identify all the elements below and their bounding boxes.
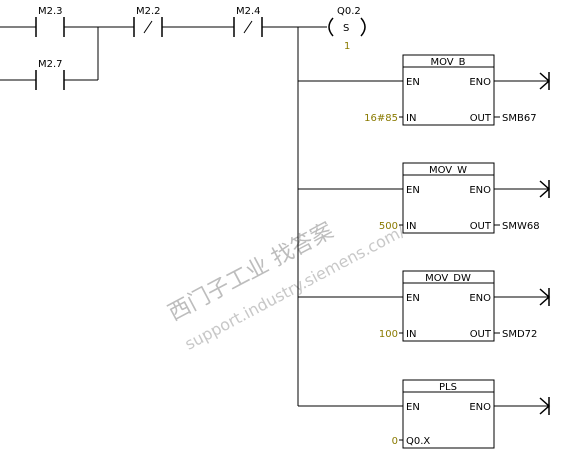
arrow-icon [539,180,551,198]
coil-op: S [343,23,349,34]
contact-label: M2.4 [236,6,261,17]
in-pin: Q0.X [406,436,430,447]
box-pls: PLS EN ENO Q0.X 0 [392,379,495,449]
coil-count: 1 [344,41,350,52]
eno-pin: ENO [469,402,491,413]
out-pin: OUT [470,221,492,232]
contact-label: M2.7 [38,59,63,70]
coil-label: Q0.2 [337,6,361,17]
in-pin: IN [406,113,416,124]
in-value: 0 [392,436,398,447]
in-value: 500 [379,221,398,232]
box-name: MOV_W [429,165,467,176]
in-pin: IN [406,221,416,232]
contact-m2-2-negated: M2.2 [133,6,163,37]
coil-q0-2-set: Q0.2 S 1 [328,6,366,52]
contact-label: M2.3 [38,6,63,17]
in-value: 100 [379,329,398,340]
arrow-icon [539,72,551,90]
box-name: MOV_DW [425,273,471,284]
en-pin: EN [406,185,420,196]
box-mov-w: MOV_W EN ENO IN OUT 500 SMW68 [379,162,540,234]
out-value: SMW68 [502,221,540,232]
arrow-icon [539,397,551,415]
contact-m2-4-negated: M2.4 [233,6,263,37]
out-value: SMB67 [502,113,537,124]
in-value: 16#85 [364,113,398,124]
box-name: PLS [439,382,457,393]
contact-m2-3: M2.3 [35,6,65,37]
arrow-icon [539,288,551,306]
box-name: MOV_B [430,57,465,68]
en-pin: EN [406,402,420,413]
en-pin: EN [406,293,420,304]
watermark: 西门子工业 找答案 support.industry.siemens.com/c… [164,213,423,353]
box-mov-b: MOV_B EN ENO IN OUT 16#85 SMB67 [364,54,537,126]
eno-pin: ENO [469,77,491,88]
en-pin: EN [406,77,420,88]
out-value: SMD72 [502,329,537,340]
in-pin: IN [406,329,416,340]
contact-m2-7: M2.7 [35,59,65,90]
out-pin: OUT [470,329,492,340]
eno-pin: ENO [469,293,491,304]
contact-label: M2.2 [136,6,161,17]
out-pin: OUT [470,113,492,124]
box-mov-dw: MOV_DW EN ENO IN OUT 100 SMD72 [379,270,537,342]
eno-pin: ENO [469,185,491,196]
